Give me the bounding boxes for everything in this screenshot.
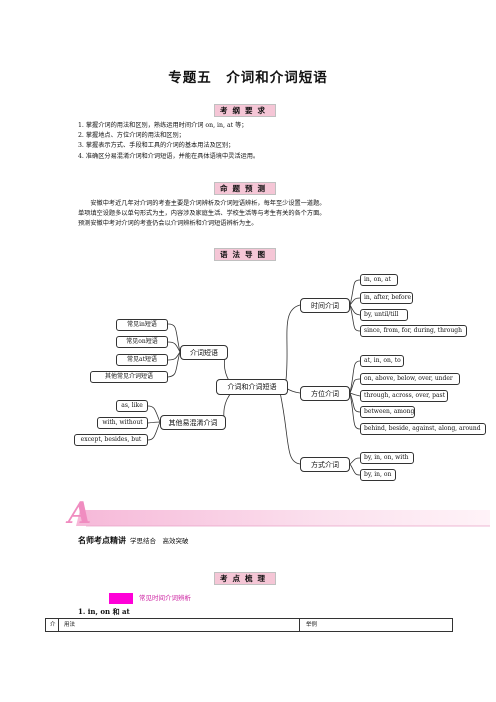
mindmap-node-manner: 方式介词 <box>300 457 350 472</box>
kaogang-item: 2. 掌握地点、方位介词的用法和区别； <box>78 132 185 140</box>
usage-table-header: 介 用法 举例 <box>45 618 453 632</box>
mingti-line: 单项填空设题多以单句形式为主，内容涉及家庭生活、学校生活等与考生有关的各个方面。 <box>78 210 326 218</box>
banner-letter: A <box>68 499 91 529</box>
mindmap-leaf: since, from, for, during, through <box>360 325 467 337</box>
table-header-cell: 举例 <box>306 622 318 628</box>
mindmap-node-confusable: 其他易混淆介词 <box>160 415 226 430</box>
mingshi-subtitle: 学思结合 高效突破 <box>130 537 189 545</box>
mindmap-node-phrases: 介词短语 <box>180 345 228 360</box>
kaogang-item: 1. 掌握介词的用法和区别，熟练运用时间介词 on, in, at 等； <box>78 122 248 129</box>
mindmap-leaf: between, among <box>360 406 415 418</box>
table-header-cell: 用法 <box>64 622 76 628</box>
mingshi-heading: 名师考点精讲学思结合 高效突破 <box>78 535 189 546</box>
kaogang-item: 3. 掌握表示方式、手段和工具的介词的基本用法及区别； <box>78 142 235 150</box>
table-divider <box>58 619 59 631</box>
mindmap-node-time: 时间介词 <box>300 298 350 313</box>
mindmap-leaf: through, across, over, past <box>360 390 448 402</box>
kaogang-item: 4. 准确区分易混淆介词和介词短语，并能在具体语境中灵活运用。 <box>78 152 260 160</box>
section-a-banner <box>76 510 490 527</box>
mindmap-leaf: 常见at短语 <box>116 354 168 366</box>
kaogang-list: 1. 掌握介词的用法和区别，熟练运用时间介词 on, in, at 等； 2. … <box>78 121 259 162</box>
mingti-text: 安徽中考近几年对介词的考查主要是介词辨析及介词短语辨析，每年至少设置一道题。 单… <box>78 199 326 230</box>
banner-letter-text: A <box>68 496 92 531</box>
mindmap-leaf: by, in, on, with <box>360 452 414 464</box>
page-title: 专题五 介词和介词短语 <box>168 70 328 86</box>
mindmap-leaf: as, like <box>116 400 148 412</box>
section-kaodian: 考点梳理 <box>214 572 276 585</box>
mindmap-leaf: at, in, on, to <box>360 355 404 367</box>
kaodian-tag: 常见时间介词辨析 <box>139 594 191 602</box>
mingshi-title: 名师考点精讲 <box>78 535 126 545</box>
mindmap-leaf: except, besides, but <box>74 434 148 446</box>
mindmap-center: 介词和介词短语 <box>216 379 288 395</box>
kaodian-subtitle: 1. in, on 和 at <box>78 607 130 616</box>
mindmap-leaf: 常见on短语 <box>116 336 168 348</box>
kaodian-marker <box>109 593 133 604</box>
mingti-line: 安徽中考近几年对介词的考查主要是介词辨析及介词短语辨析，每年至少设置一道题。 <box>78 200 326 207</box>
mindmap-leaf: by, in, on <box>360 469 396 481</box>
section-kaogang: 考纲要求 <box>214 104 276 117</box>
mindmap-leaf: 常见in短语 <box>116 319 168 331</box>
table-header-cell: 介 <box>50 622 56 628</box>
mindmap-leaf: behind, beside, against, along, around <box>360 423 486 435</box>
mindmap-leaf: by, until/till <box>360 309 408 321</box>
table-divider <box>299 619 300 631</box>
mindmap-node-place: 方位介词 <box>300 386 350 401</box>
section-yufa: 语法导图 <box>214 248 276 261</box>
mindmap-leaf: with, without <box>97 417 148 429</box>
mindmap-leaf: in, on, at <box>360 274 398 286</box>
mingti-line: 预测安徽中考对介词的考查仍会以介词辨析和介词短语辨析为主。 <box>78 220 258 228</box>
section-mingti: 命题预测 <box>214 182 276 195</box>
mindmap-leaf: 其他常见介词短语 <box>90 371 168 383</box>
mindmap-leaf: on, above, below, over, under <box>360 373 460 385</box>
mindmap-leaf: in, after, before <box>360 292 413 304</box>
